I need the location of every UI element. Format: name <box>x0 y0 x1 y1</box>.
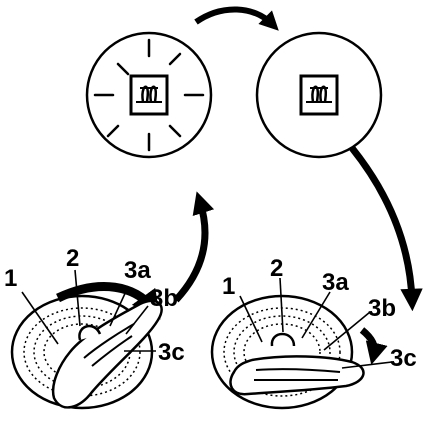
label-3b: 3b <box>150 285 178 312</box>
label-3b: 3b <box>368 295 396 322</box>
glow-plug-indicator-icon <box>129 74 169 116</box>
label-1: 1 <box>4 265 17 292</box>
label-3c: 3c <box>158 339 185 366</box>
return-arrow <box>359 327 388 365</box>
lamp-to-right-switch-arrow <box>349 145 423 312</box>
switch-to-lamp-arrow <box>173 191 215 303</box>
label-3a: 3a <box>124 257 151 284</box>
label-2: 2 <box>270 255 283 282</box>
label-3a: 3a <box>322 269 349 296</box>
glow-plug-indicator-icon <box>299 74 339 116</box>
ignition-key-icon <box>51 299 163 409</box>
indicator-lamp-off <box>255 31 383 159</box>
lamp-transition-arrow <box>194 6 279 31</box>
ignition-switch-left: 1 2 3a 3b 3c <box>4 245 185 410</box>
ignition-switch-right: 1 2 3a 3b 3c <box>210 255 417 410</box>
label-1: 1 <box>222 273 235 300</box>
label-2: 2 <box>66 245 79 272</box>
label-3c: 3c <box>390 345 417 372</box>
glow-rays <box>93 38 205 152</box>
indicator-lamp-lit <box>85 31 213 159</box>
ignition-key-icon <box>229 355 365 396</box>
